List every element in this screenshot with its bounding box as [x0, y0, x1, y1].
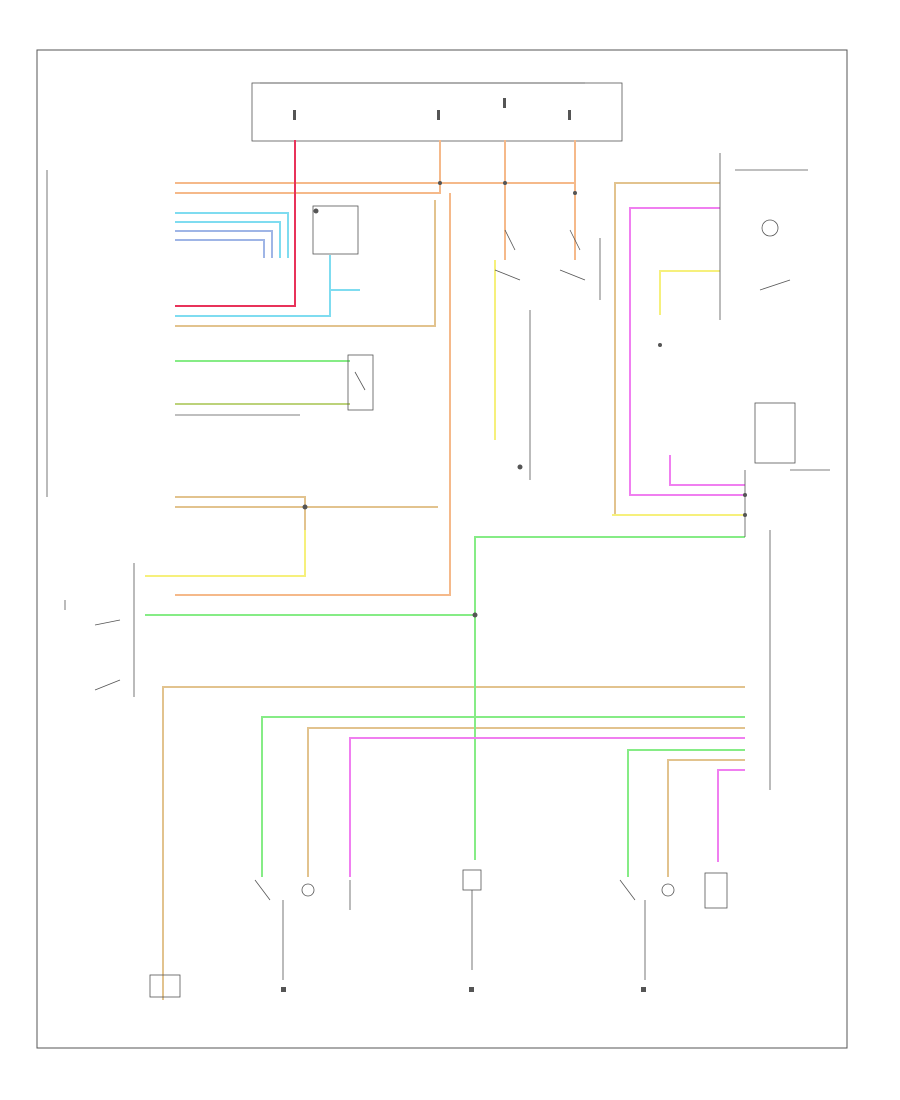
fog-lamp-relay: [754, 402, 830, 471]
tan-wire-fog: [175, 496, 306, 530]
magenta-wire-left-lamp: [349, 737, 745, 877]
yellow-wire-left: [145, 530, 306, 577]
gray-wire-group: [175, 310, 771, 790]
blue-wire-1: [175, 230, 273, 258]
orange-wire-second: [175, 140, 441, 194]
cyan-wire-3: [175, 255, 331, 317]
cyan-wire-1: [175, 212, 289, 258]
magenta-wire-right-lamp: [717, 769, 745, 862]
ambient-light-sensor: [347, 354, 374, 411]
orange-wire-group: [175, 140, 576, 596]
left-headlamp-assembly: [254, 879, 351, 992]
yellow-wire-right: [659, 270, 720, 315]
right-headlamp-assembly: [619, 872, 728, 992]
dimmer-flash-switch: [64, 600, 121, 691]
left-ground-module: [149, 974, 181, 998]
green-wire-group: [145, 360, 745, 877]
green-wire-right-lamp: [627, 749, 745, 877]
orange-wire-top: [175, 140, 576, 184]
green-wire-left-lamp: [261, 716, 745, 877]
red-wire: [175, 140, 296, 307]
fuse-terminals: [293, 98, 571, 120]
tan-wire-dim: [175, 200, 436, 327]
blue-wire-2: [175, 239, 265, 258]
magenta-wire-ground-junction: [669, 455, 745, 486]
magenta-wire-group: [349, 207, 745, 877]
magenta-wire-top: [629, 207, 745, 496]
tan-wire-right-upper: [614, 182, 720, 515]
yellow-wire-group: [145, 260, 745, 577]
orange-wire-flash-pass: [175, 193, 451, 596]
diagram-frame: [36, 49, 848, 1049]
tan-wire-lower-left: [307, 727, 745, 877]
tan-wire-lower-right: [667, 759, 745, 877]
green-wire-module: [474, 536, 745, 860]
headlamp-switch: [494, 229, 601, 300]
splice-points: [302, 181, 747, 618]
cyan-wire-2: [175, 221, 281, 258]
dimmer-wire-group: [175, 212, 360, 317]
dimmer-switch-module: [312, 205, 359, 255]
tan-wire-group: [162, 182, 745, 1000]
tan-wire-long: [162, 686, 745, 1000]
fog-lamp-switch: [719, 153, 808, 320]
center-ground-module: [462, 869, 482, 992]
